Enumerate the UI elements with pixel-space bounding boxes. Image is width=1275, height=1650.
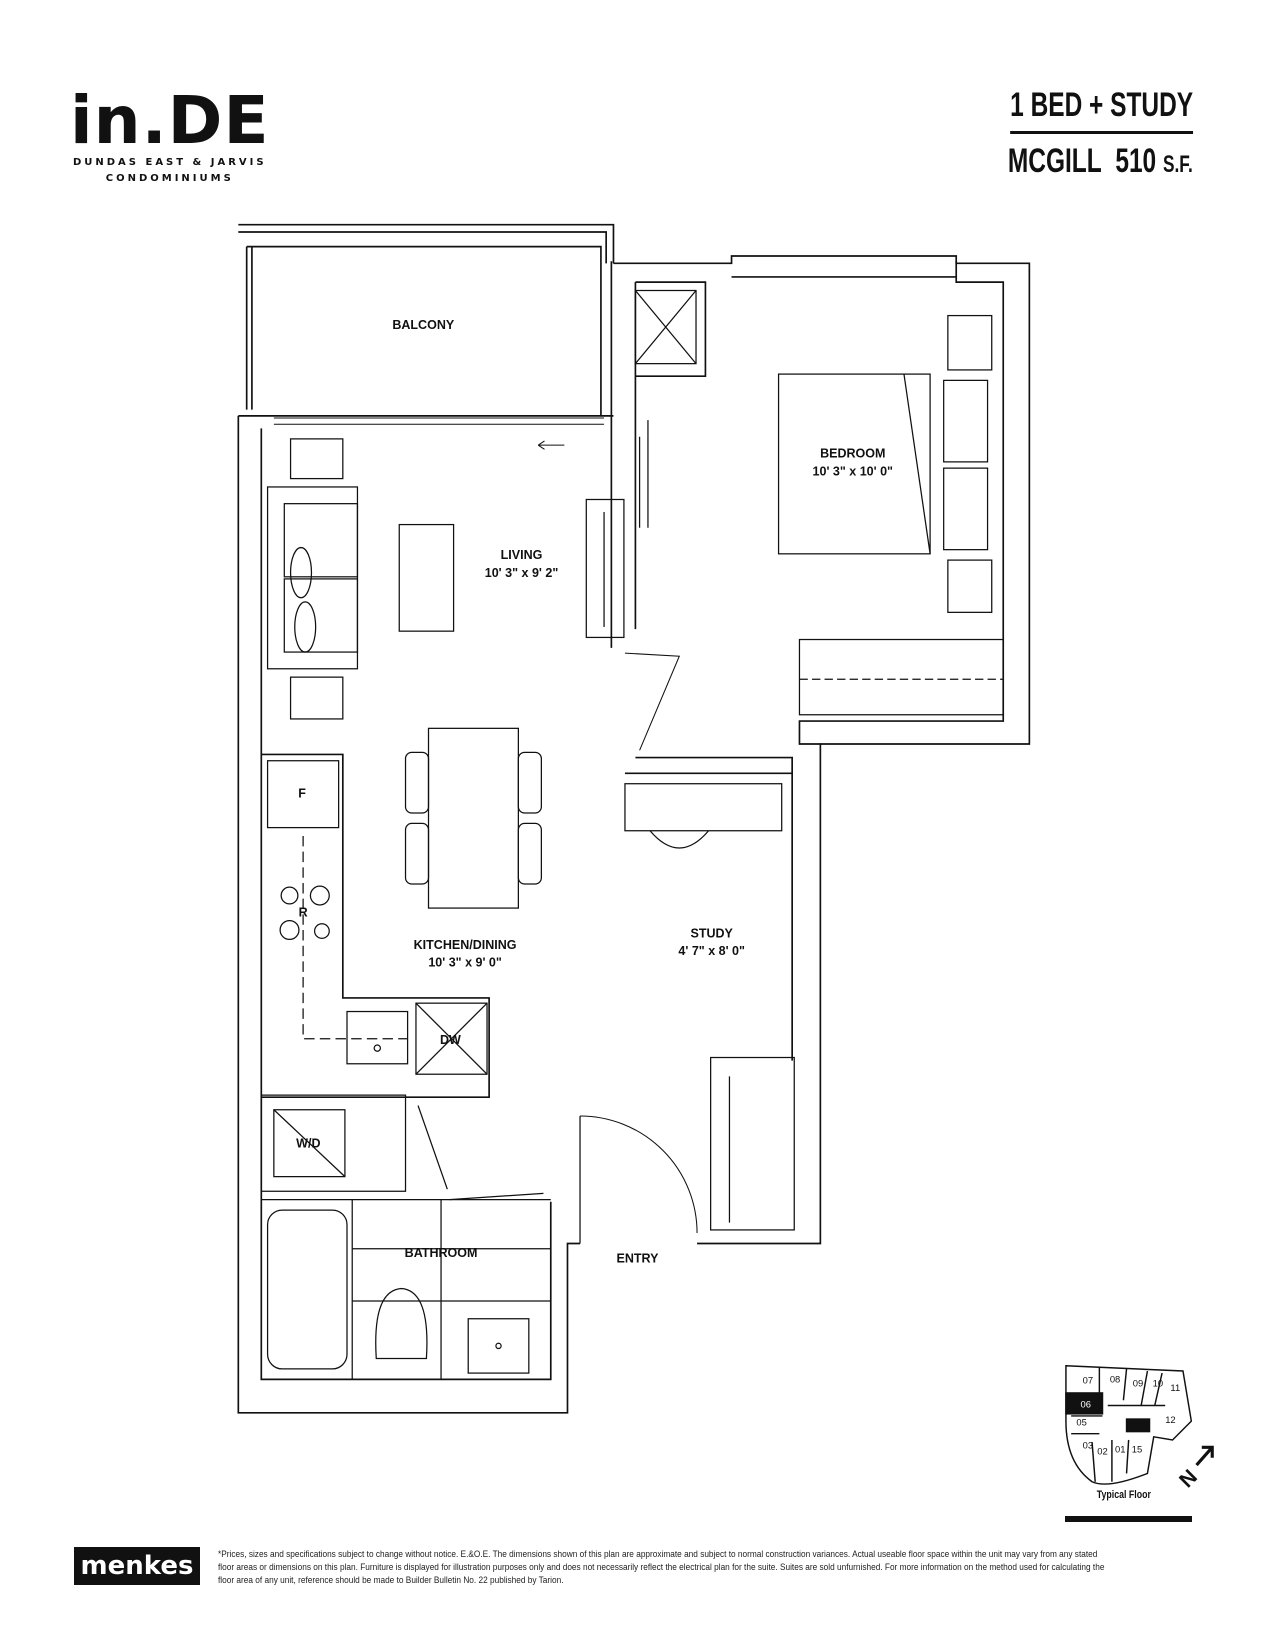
area-unit: S.F. [1163,151,1193,178]
logo-wordmark: in.DE [70,82,270,159]
keyplan-unit: 10 [1153,1378,1163,1389]
room-dims-kitchen: 10' 3" x 9' 0" [428,956,502,970]
keyplan-unit: 12 [1165,1414,1175,1425]
keyplan-unit: 03 [1083,1439,1093,1450]
unit-name: MCGILL [1008,142,1102,180]
washer-dryer-label: W/D [296,1136,320,1150]
room-label-balcony: BALCONY [392,318,455,332]
keyplan-unit-highlighted: 06 [1081,1399,1091,1410]
unit-title: 1 BED + STUDY MCGILL 510 S.F. [936,86,1193,181]
room-label-living: LIVING [501,548,543,562]
keyplan-unit: 02 [1097,1446,1107,1457]
range-label: R [299,905,308,919]
fridge-label: F [298,786,306,800]
north-label: N [1175,1465,1202,1492]
room-label-kitchen: KITCHEN/DINING [414,938,517,952]
room-dims-study: 4' 7" x 8' 0" [678,944,745,958]
dishwasher-label: DW [440,1033,461,1047]
keyplan-divider [1065,1516,1192,1522]
room-label-bedroom: BEDROOM [820,447,885,461]
room-dims-bedroom: 10' 3" x 10' 0" [813,464,894,478]
keyplan-unit: 05 [1076,1416,1086,1427]
unit-area: 510 [1115,142,1157,180]
keyplan-unit: 09 [1133,1378,1143,1389]
balcony [238,223,615,425]
room-dims-living: 10' 3" x 9' 2" [485,566,559,580]
keyplan-unit: 08 [1110,1373,1120,1384]
logo-subtitle-2: CONDOMINIUMS [105,173,234,184]
unit-type: 1 BED + STUDY [1010,86,1193,134]
unit-name-area: MCGILL 510 S.F. [1008,142,1193,181]
room-label-entry: ENTRY [617,1251,660,1265]
furniture [260,289,1004,1380]
keyplan-label: Typical Floor [1096,1489,1151,1501]
keyplan-unit: 01 [1115,1444,1125,1455]
keyplan-unit: 15 [1132,1444,1142,1455]
room-label-bathroom: BATHROOM [405,1246,478,1260]
brand-logo: in.DE DUNDAS EAST & JARVIS CONDOMINIUMS [70,88,270,186]
disclaimer-text: *Prices, sizes and specifications subjec… [218,1549,1105,1585]
room-label-study: STUDY [690,926,733,940]
logo-subtitle-1: DUNDAS EAST & JARVIS [72,157,267,168]
key-plan: 07 08 09 10 11 06 05 12 03 02 01 15 N [1065,1365,1214,1492]
keyplan-unit: 07 [1083,1375,1093,1386]
exterior-walls [237,255,1031,1414]
developer-logo: menkes [74,1547,200,1585]
keyplan-unit: 11 [1170,1382,1180,1393]
north-arrow-icon: N [1175,1445,1214,1492]
